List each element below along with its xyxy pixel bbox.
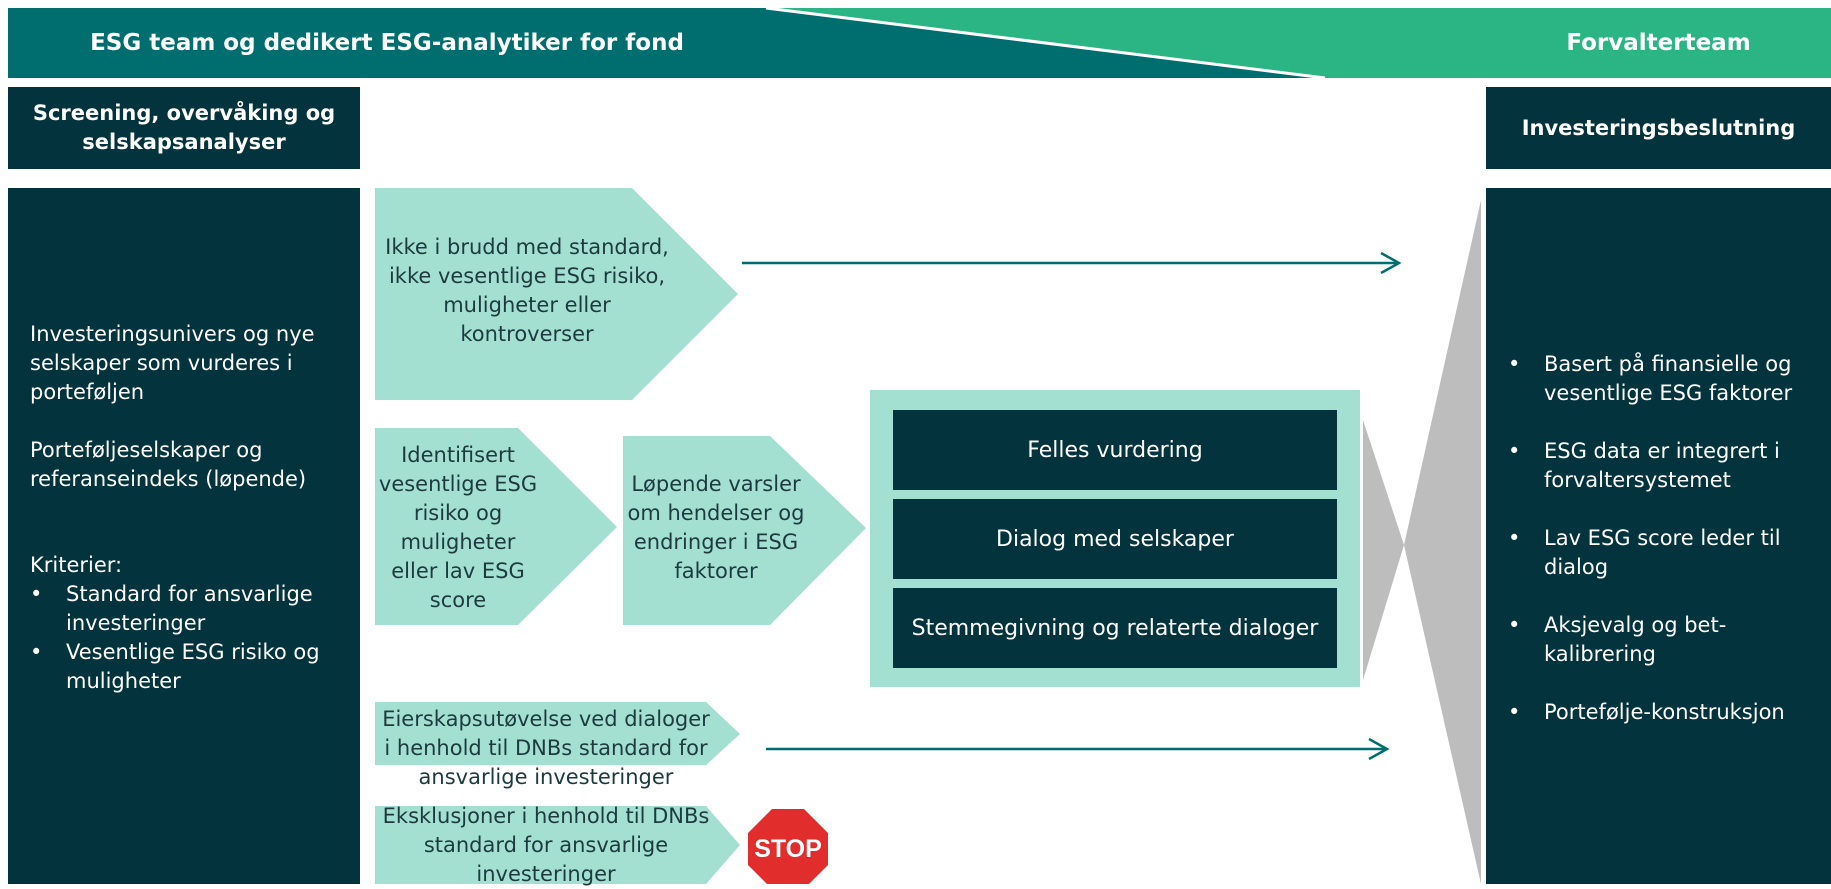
portfolio-text: Porteføljeselskaper og referanseindeks (… (30, 438, 307, 491)
dialog-item: Dialog med selskaper (893, 499, 1337, 579)
decision-bullet: Basert på finansielle og vesentlige ESG … (1508, 350, 1828, 408)
arrow-shape-exclusions (375, 806, 740, 884)
decision-bullet: Portefølje-konstruksjon (1508, 698, 1828, 727)
stop-sign-icon (748, 809, 828, 884)
identified-risk-text: Identifisert vesentlige ESG risiko og mu… (378, 442, 538, 612)
arrow-head-top (1380, 251, 1402, 275)
left-column-heading: Screening, overvåking og selskapsanalyse… (8, 87, 360, 169)
decision-bullet-list: Basert på finansielle og vesentlige ESG … (1508, 350, 1828, 756)
arrow-shape-ownership (375, 702, 740, 765)
criteria-list: Standard for ansvarlige investeringer Ve… (30, 580, 350, 696)
exclusions-text: Eksklusjoner i henhold til DNBs standard… (382, 804, 710, 886)
not-breach-text: Ikke i brudd med standard, ikke vesentli… (385, 235, 669, 346)
criteria-item: Vesentlige ESG risiko og muligheter (30, 638, 350, 696)
funnel-small-shape (1363, 420, 1404, 680)
arrow-shape-alerts (623, 436, 866, 625)
header-right-title: Forvalterteam (1566, 30, 1751, 56)
criteria-label: Kriterier: (30, 553, 123, 577)
left-header-banner (8, 8, 766, 78)
decision-bullet: Lav ESG score leder til dialog (1508, 524, 1828, 582)
arrow-shape-identified (375, 428, 617, 625)
voting-item: Stemmegivning og relaterte dialoger (893, 588, 1337, 668)
ownership-text: Eierskapsutøvelse ved dialoger i henhold… (382, 707, 710, 789)
stop-sign-label: STOP (754, 834, 822, 863)
header-left-title: ESG team og dedikert ESG-analytiker for … (90, 30, 684, 56)
funnel-shape (1404, 200, 1481, 884)
decision-bullet: ESG data er integrert i forvaltersysteme… (1508, 437, 1828, 495)
joint-assessment-item: Felles vurdering (893, 410, 1337, 490)
right-header-banner (766, 8, 1831, 78)
decision-bullet: Aksjevalg og bet-kalibrering (1508, 611, 1828, 669)
universe-text: Investeringsunivers og nye selskaper som… (30, 322, 315, 404)
arrow-shape-not-breach (375, 188, 738, 400)
right-column-heading: Investeringsbeslutning (1486, 87, 1831, 169)
left-panel (8, 188, 360, 884)
arrow-head-bottom (1368, 737, 1390, 761)
alerts-text: Løpende varsler om hendelser og endringe… (627, 472, 805, 583)
criteria-item: Standard for ansvarlige investeringer (30, 580, 350, 638)
